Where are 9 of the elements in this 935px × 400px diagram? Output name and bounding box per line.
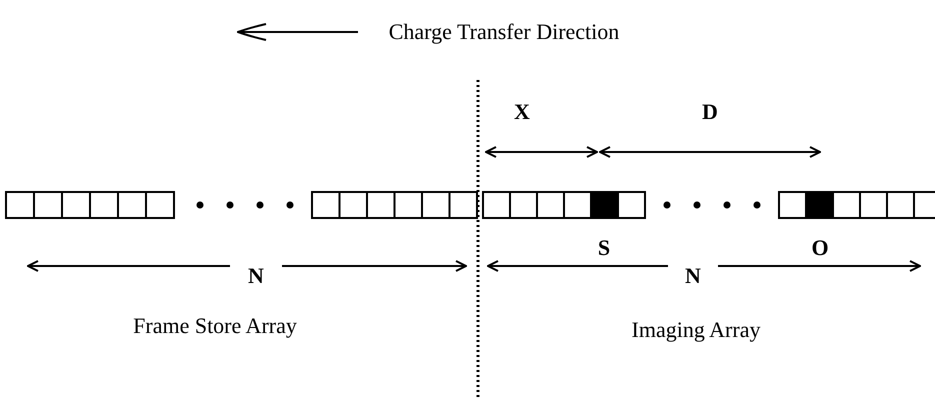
array-label: Imaging Array [632,318,760,342]
direction-label: Charge Transfer Direction [388,20,620,44]
pixel-label: O [811,236,829,260]
dimension-label: D [702,100,718,124]
array-label: Frame Store Array [133,314,297,338]
dimension-label: N [248,264,264,288]
pixel-label: S [598,236,610,260]
dimension-label: X [514,100,530,124]
dimension-label: N [685,264,701,288]
